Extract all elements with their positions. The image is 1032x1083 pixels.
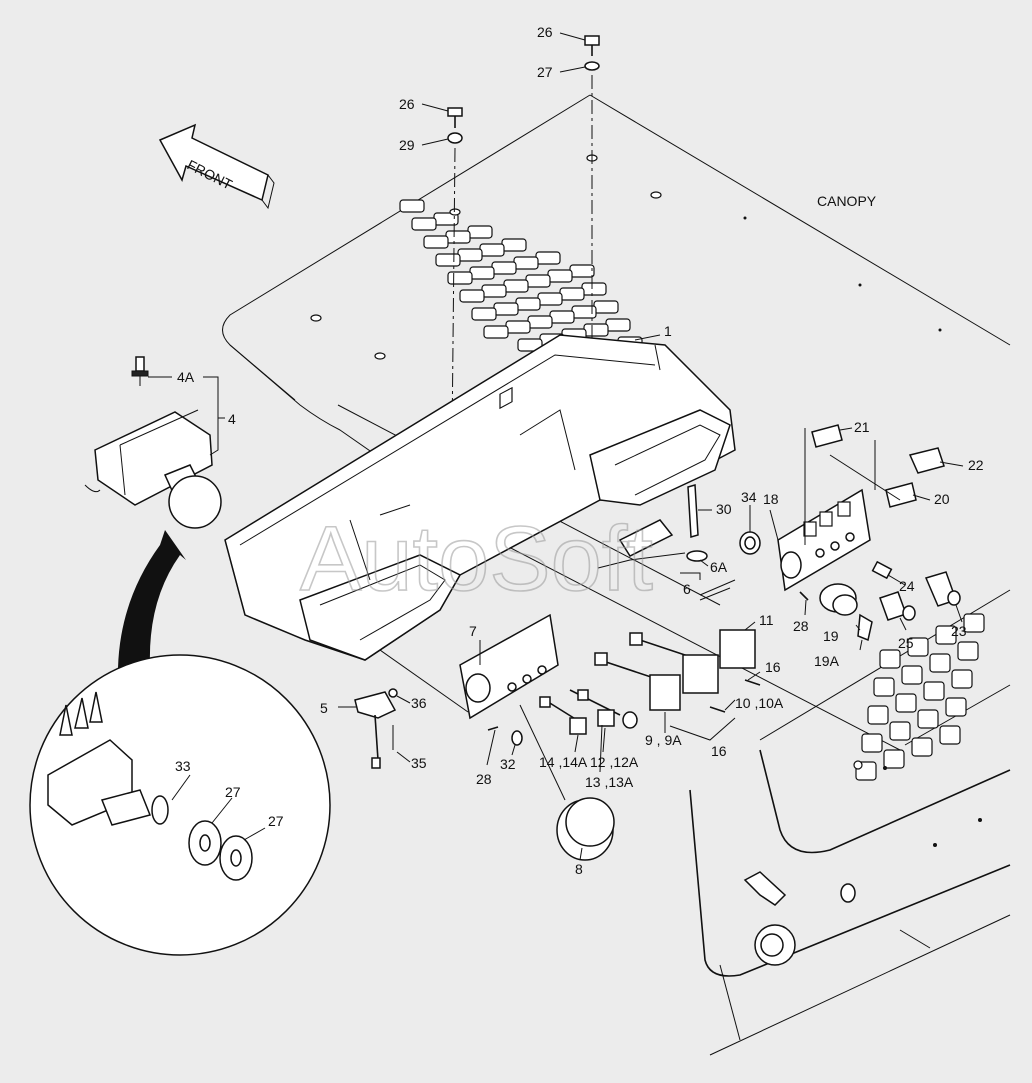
switch-panel-left (459, 386, 559, 720)
bolts (447, 35, 809, 746)
callout-c14: 14 ,14A (539, 754, 588, 770)
callout-c4: 4 (228, 411, 236, 427)
callout-c22: 22 (968, 457, 984, 473)
switch-panel-right (739, 488, 871, 592)
callout-c9: 9 , 9A (645, 732, 682, 748)
callout-c28a: 28 (793, 618, 809, 634)
detail-circle (29, 654, 331, 956)
callout-c21: 21 (854, 419, 870, 435)
front-direction-arrow (158, 123, 275, 210)
callout-c24: 24 (899, 578, 915, 594)
callout-c7: 7 (469, 623, 477, 639)
callout-c27c: 27 (268, 813, 284, 829)
callout-c5: 5 (320, 700, 328, 716)
callout-c18: 18 (763, 491, 779, 507)
bulb-icon (131, 356, 149, 386)
wiring-harness (539, 629, 756, 735)
callout-labels: 26 27 26 29 4A 4 1 21 22 20 34 18 30 6A 6 24 23 25 28 19 19A… (175, 24, 984, 877)
callout-c33: 33 (175, 758, 191, 774)
callout-c6a: 6A (710, 559, 728, 575)
callout-c26a: 26 (537, 24, 553, 40)
callout-leaders (148, 32, 964, 861)
callout-c27b: 27 (225, 784, 241, 800)
callout-c35: 35 (411, 755, 427, 771)
callout-c32: 32 (500, 756, 516, 772)
rocker-switches (804, 424, 945, 545)
callout-c12: 12 ,12A (590, 754, 639, 770)
callout-c36: 36 (411, 695, 427, 711)
callout-c1: 1 (664, 323, 672, 339)
callout-c30: 30 (716, 501, 732, 517)
callout-c19: 19 (823, 628, 839, 644)
callout-c28b: 28 (476, 771, 492, 787)
callout-c19a: 19A (814, 653, 840, 669)
callout-c11: 11 (759, 612, 774, 628)
console-housing (224, 334, 736, 661)
callout-c16a: 16 (765, 659, 781, 675)
canopy-label: CANOPY (817, 193, 877, 209)
callout-c4a: 4A (177, 369, 195, 385)
callout-c23: 23 (951, 623, 967, 639)
callout-c34: 34 (741, 489, 757, 505)
callout-c26b: 26 (399, 96, 415, 112)
callout-c16b: 16 (711, 743, 727, 759)
callout-c27a: 27 (537, 64, 553, 80)
detail-leader-arrow (118, 530, 186, 668)
callout-c29: 29 (399, 137, 415, 153)
mount-bracket (354, 688, 398, 769)
callout-c8: 8 (575, 861, 583, 877)
callout-c25: 25 (898, 635, 914, 651)
key-switch (819, 583, 873, 642)
watermark: AutoSoft (300, 508, 653, 610)
work-light (84, 409, 222, 529)
callout-c6: 6 (683, 581, 691, 597)
gauge (519, 704, 615, 861)
canopy-frame (689, 749, 1011, 1056)
switch-components (871, 560, 961, 621)
callout-c10: 10 ,10A (735, 695, 784, 711)
callout-c13: 13 ,13A (585, 774, 634, 790)
fuse-holder (597, 484, 708, 569)
callout-c20: 20 (934, 491, 950, 507)
